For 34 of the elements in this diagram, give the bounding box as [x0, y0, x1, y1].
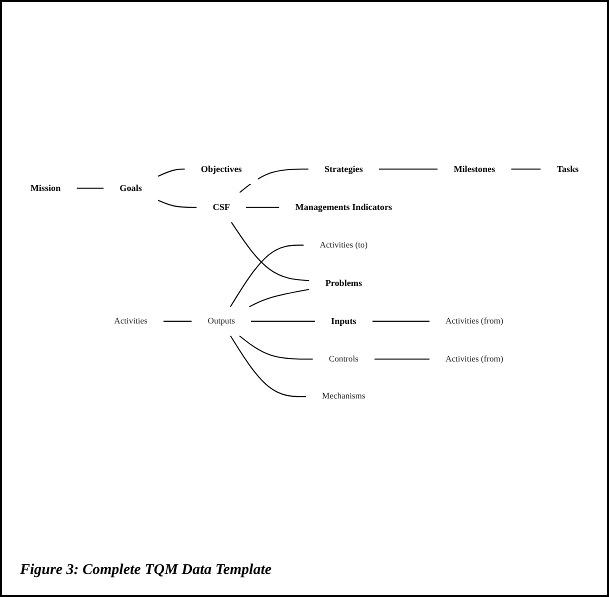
node-text: Mission: [30, 183, 61, 194]
connector: [76, 188, 104, 190]
node-text: Activities (to): [320, 240, 368, 250]
connector: [158, 200, 197, 208]
connector: [239, 336, 313, 360]
connector: [511, 168, 541, 170]
node-text: Activities (from): [446, 354, 504, 364]
connector: [372, 321, 430, 322]
connector: [163, 321, 192, 322]
node-text: Problems: [325, 278, 362, 288]
node-text: Milestones: [454, 164, 496, 174]
node-text: Activities: [114, 316, 148, 326]
connector: [248, 289, 310, 308]
connector: [246, 207, 280, 208]
connector: [230, 245, 304, 308]
node-text: Activities (from): [446, 316, 504, 326]
node-text: Inputs: [331, 316, 356, 327]
figure-caption: Figure 3: Complete TQM Data Template: [20, 562, 272, 579]
connector: [230, 336, 306, 398]
node-text: Objectives: [200, 164, 242, 174]
connector: [239, 168, 308, 194]
node-text: Controls: [328, 354, 358, 364]
node-text: Managements Indicators: [295, 202, 392, 213]
connector: [378, 168, 438, 170]
connector: [230, 222, 310, 282]
node-text: Mechanisms: [322, 392, 366, 402]
node-text: Goals: [120, 183, 142, 194]
connector: [250, 321, 315, 322]
node-text: Outputs: [208, 316, 235, 326]
connector: [374, 358, 430, 360]
node-text: Strategies: [324, 164, 363, 174]
connector: [158, 168, 185, 178]
node-text: CSF: [212, 202, 230, 213]
node-text: Tasks: [556, 164, 579, 174]
